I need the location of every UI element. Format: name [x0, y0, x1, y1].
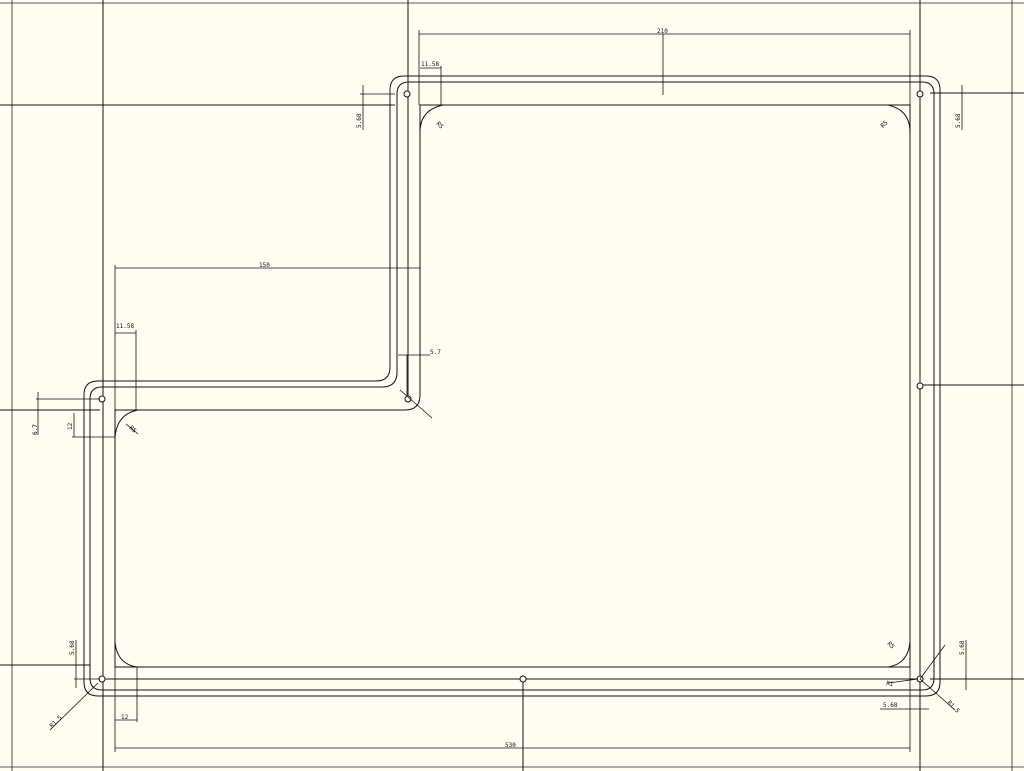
dim-radius-small: R1	[886, 680, 895, 688]
hole	[403, 90, 411, 98]
dim-mid-left-offset: 11.58	[116, 323, 134, 330]
hole	[916, 90, 924, 98]
dim-top-right-vertical: 5.68	[955, 113, 962, 128]
dim-top-left-vertical: 5.68	[356, 113, 363, 128]
dimension-lines	[36, 30, 967, 752]
outer-profile	[83, 75, 941, 697]
dim-left-vertical-12: 12	[67, 422, 74, 430]
dim-radius-bottom-left: R1.5	[48, 714, 63, 729]
corner-arcs	[114, 104, 911, 668]
dim-step-offset: 5.7	[430, 349, 441, 356]
dim-radius-bottom-right: R1.5	[946, 699, 961, 714]
dimension-labels: 210 11.58 150 11.58 5.7 6.7 12 5.68 5.68…	[32, 28, 966, 749]
inner-cavity	[114, 104, 911, 668]
dim-left-vertical-small: 6.7	[32, 424, 39, 435]
outer-profile-offset	[89, 81, 935, 691]
dim-bottom-right-horizontal: 5.68	[883, 702, 898, 709]
dim-mid-width: 150	[259, 262, 270, 269]
dim-bottom-left-vertical: 5.68	[69, 640, 76, 655]
dim-bottom-width: 530	[505, 742, 516, 749]
dim-bottom-right-vertical: 5.68	[959, 640, 966, 655]
dim-radius-corner: R5	[435, 120, 445, 130]
dim-top-width: 210	[657, 28, 668, 35]
dim-radius-corner-br: R5	[886, 640, 896, 650]
dim-radius-corner-mid: R5	[128, 424, 138, 434]
hole	[404, 395, 412, 403]
hole	[916, 382, 924, 390]
dim-top-left-offset: 11.58	[421, 61, 439, 68]
hole	[519, 675, 527, 683]
dim-bottom-left-12: 12	[121, 714, 129, 721]
dim-radius-corner-tr: R5	[879, 119, 889, 129]
